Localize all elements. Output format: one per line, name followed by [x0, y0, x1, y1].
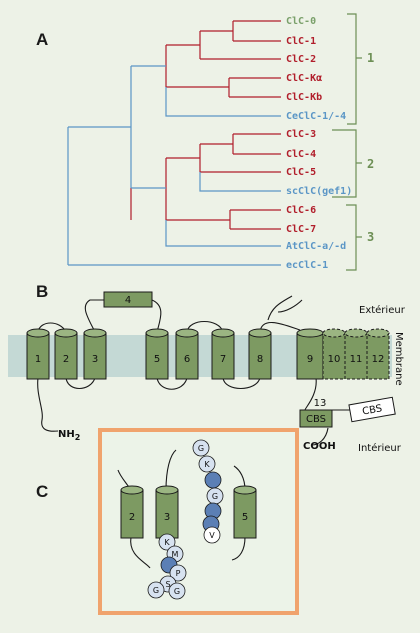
residue-chain-left: K M P S G G	[147, 533, 187, 600]
leaf-label: CeClC-1/-4	[286, 111, 346, 122]
detail-helix-5: 5	[233, 485, 257, 539]
helix-5: 5	[145, 328, 169, 380]
cbs-label: CBS	[306, 414, 326, 425]
helix-number: 7	[220, 354, 226, 365]
residue-letter: G	[198, 444, 204, 453]
leaf-label: ecClC-1	[286, 260, 328, 271]
leaf-label: ClC-Kα	[286, 73, 322, 84]
helix-2: 2	[54, 328, 78, 380]
cbs-label: CBS	[361, 403, 383, 417]
residue-letter: K	[164, 538, 170, 547]
group-number: 1	[367, 51, 374, 65]
leaf-label: AtClC-a/-d	[286, 241, 346, 252]
residue-circle	[168, 582, 186, 600]
residue-circle	[198, 455, 216, 473]
residue-letter: M	[172, 550, 179, 559]
helix-7: 7	[211, 328, 235, 380]
leaf-label: ClC-0	[286, 16, 316, 27]
cbs-domain-2	[348, 396, 396, 423]
tree-branches-blue	[67, 65, 281, 266]
group-number: 3	[367, 230, 374, 244]
leaf-label: ClC-5	[286, 167, 316, 178]
helix-number: 2	[129, 512, 135, 523]
interior-label: Intérieur	[358, 442, 402, 454]
residue-letter: G	[174, 587, 180, 596]
helix-12: 12	[366, 328, 390, 380]
panel-a-label: A	[36, 30, 48, 49]
helix-9: 9	[296, 328, 324, 380]
residue-letter: V	[209, 531, 215, 540]
helix-1: 1	[26, 328, 50, 380]
helix-number: 4	[125, 295, 131, 306]
detail-helix-3: 3	[155, 485, 179, 539]
leaf-label: scClC(gef1)	[286, 186, 352, 197]
helix-3: 3	[83, 328, 107, 380]
helix-number: 5	[154, 354, 160, 365]
residue-letter: S	[165, 580, 170, 589]
group-number: 2	[367, 157, 374, 171]
helix-11: 11	[344, 328, 368, 380]
residue-letter: G	[153, 586, 159, 595]
residue-letter: P	[176, 569, 181, 578]
leaf-label: ClC-4	[286, 149, 316, 160]
nh2-label: NH2	[58, 429, 80, 442]
leaf-label: ClC-Kb	[286, 92, 322, 103]
residue-circle	[192, 439, 210, 457]
tree-branches-red	[130, 20, 281, 230]
leaf-label: ClC-7	[286, 224, 316, 235]
helix-10: 10	[322, 328, 346, 380]
residue-letter: K	[204, 460, 210, 469]
cbs-domain-1	[299, 409, 333, 428]
residue-circle	[204, 471, 222, 489]
residue-circle	[158, 533, 176, 551]
helix-number: 1	[35, 354, 41, 365]
helix-6: 6	[175, 328, 199, 380]
helix-number: 12	[372, 354, 385, 365]
leaf-label: ClC-1	[286, 36, 316, 47]
helix-4	[103, 291, 153, 308]
residue-circle	[147, 581, 165, 599]
helix-number: 2	[63, 354, 69, 365]
residue-circle	[169, 564, 187, 582]
helix-number: 3	[164, 512, 170, 523]
helix-number: 9	[307, 354, 313, 365]
tree-leaf-labels: ClC-0 ClC-1 ClC-2 ClC-Kα ClC-Kb CeClC-1/…	[286, 16, 352, 271]
leaf-label: ClC-3	[286, 129, 316, 140]
helix-8: 8	[248, 328, 272, 380]
helix-number: 10	[328, 354, 341, 365]
helix-number: 6	[184, 354, 190, 365]
leaf-label: ClC-6	[286, 205, 316, 216]
cooh-label: COOH	[303, 441, 336, 452]
panel-b-label: B	[36, 282, 48, 301]
residue-chain-right: G K G V	[192, 439, 224, 544]
detail-helix-2: 2	[120, 485, 144, 539]
helix-number: 3	[92, 354, 98, 365]
residue-circle	[203, 526, 221, 544]
helix-13-number: 13	[314, 398, 327, 409]
helix-number: 5	[242, 512, 248, 523]
membrane-label: Membrane	[393, 332, 404, 386]
helix-number: 11	[350, 354, 363, 365]
group-brackets	[332, 13, 362, 271]
exterior-label: Extérieur	[359, 304, 406, 316]
leaf-label: ClC-2	[286, 54, 316, 65]
residue-letter: G	[212, 492, 218, 501]
detail-loops	[117, 449, 246, 569]
panel-c-label: C	[36, 482, 48, 501]
helix-number: 8	[257, 354, 263, 365]
